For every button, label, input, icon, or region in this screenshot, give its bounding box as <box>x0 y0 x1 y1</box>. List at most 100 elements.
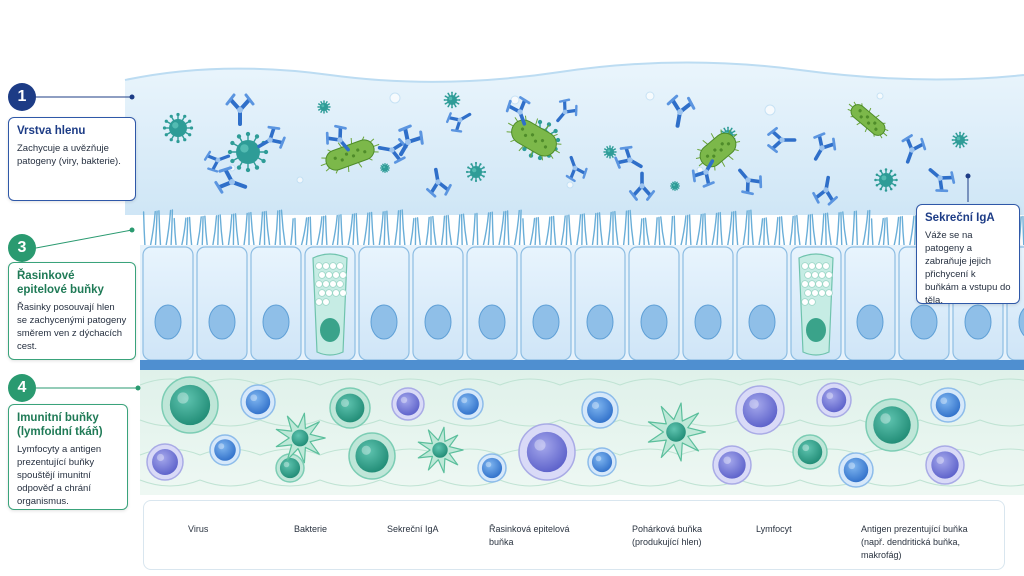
lymphocyte-icon <box>146 443 184 481</box>
lymphocyte-icon <box>925 445 965 485</box>
legend-goblet-title: Pohárková buňka <box>632 524 703 534</box>
bacteria-icon <box>320 136 380 174</box>
iga-icon <box>666 94 696 128</box>
basement-membrane <box>140 360 1024 370</box>
iga-icon <box>614 145 643 169</box>
mucus-layer <box>125 62 1024 216</box>
virus-icon <box>379 162 391 174</box>
ciliated-cell <box>466 246 518 361</box>
iga-icon <box>691 159 715 188</box>
lymphocyte-icon <box>391 387 425 421</box>
ciliated-cell <box>250 246 302 361</box>
apc-icon <box>417 426 464 474</box>
iga-icon <box>426 167 452 198</box>
ciliated-cell <box>574 246 626 361</box>
cilia-row <box>142 209 1024 248</box>
iga-icon <box>628 171 656 201</box>
legend-label-virus: Virus <box>188 524 209 534</box>
lymphocyte-icon <box>518 423 576 481</box>
lymphocyte-icon <box>275 453 305 483</box>
lymphocyte-icon <box>587 447 617 477</box>
bacteria-icon <box>695 129 741 171</box>
ciliated-cell <box>358 246 410 361</box>
iga-icon <box>928 168 956 193</box>
lymphocyte-icon <box>838 452 874 488</box>
bacteria-icon <box>847 101 889 139</box>
legend-label-lymphocyte: Lymfocyt <box>756 524 792 534</box>
legend-apc-title: Antigen prezentující buňka <box>861 524 968 534</box>
iga-icon <box>812 175 838 206</box>
virus-icon <box>603 145 617 159</box>
iga-callout-title: Sekreční IgA <box>925 212 995 224</box>
virus-icon <box>317 100 331 114</box>
lymphocyte-icon <box>712 445 752 485</box>
iga-icon <box>225 93 255 126</box>
ciliated-cell <box>844 246 896 361</box>
iga-callout: Sekreční IgA Váže se na patogeny a zabra… <box>916 204 1020 306</box>
legend-goblet-sub: (produkující hlen) <box>632 537 702 547</box>
callout-number-4: 4 <box>8 374 36 402</box>
virus-icon <box>874 168 898 192</box>
iga-icon <box>813 132 837 161</box>
virus-icon <box>465 161 487 183</box>
legend-label-apc: Antigen prezentující buňka (např. dendri… <box>861 523 1003 562</box>
iga-icon <box>398 124 424 157</box>
ciliated-cell <box>412 246 464 361</box>
legend-label-ciliated-cell: Řasinková epitelová buňka <box>489 524 570 547</box>
iga-icon <box>738 168 763 196</box>
ciliated-cell <box>142 246 194 361</box>
lymphocyte-icon <box>477 453 507 483</box>
virus-icon <box>227 131 269 173</box>
epithelial-cells <box>142 246 1024 361</box>
iga-callout-text: Váže se na patogeny a zabraňuje jejich p… <box>925 230 1011 306</box>
mucus-callout-text: Zachycuje a uvězňuje patogeny (viry, bak… <box>17 143 121 167</box>
legend-label-goblet-cell: Pohárková buňka (produkující hlen) <box>632 523 732 549</box>
epithelium-callout-text: Řasinky posouvají hlen se zachycenými pa… <box>17 302 127 352</box>
lymphocyte-icon <box>348 432 396 480</box>
callout-number-3: 3 <box>8 234 36 262</box>
immune-callout: Imunitní buňky (lymfoidní tkáň) Lymfocyt… <box>8 404 128 510</box>
lymphocyte-icon <box>865 398 919 452</box>
epithelium-callout-title: Řasinkové epitelové buňky <box>17 270 104 296</box>
legend-label-iga: Sekreční IgA <box>387 524 439 534</box>
apc-icon <box>275 412 326 464</box>
iga-icon <box>203 150 231 173</box>
virus-icon <box>443 91 461 109</box>
lymphocyte-icon <box>816 382 852 418</box>
epithelium-callout: Řasinkové epitelové buňky Řasinky posouv… <box>8 262 136 360</box>
immune-cells <box>146 376 966 488</box>
mucus-callout-title: Vrstva hlenu <box>17 125 86 137</box>
lymphocyte-icon <box>735 385 785 435</box>
iga-icon <box>767 126 797 154</box>
legend-label-bacteria: Bakterie <box>294 524 328 534</box>
lymphocyte-icon <box>209 434 241 466</box>
ciliated-cell <box>628 246 680 361</box>
ciliated-cell <box>682 246 734 361</box>
ciliated-cell <box>196 246 248 361</box>
lymphocyte-icon <box>240 384 276 420</box>
lymphocyte-icon <box>581 391 619 429</box>
iga-icon <box>325 124 350 152</box>
iga-icon <box>505 96 531 126</box>
iga-icon <box>214 166 248 194</box>
iga-antibodies <box>203 93 956 206</box>
virus-icon <box>669 180 681 192</box>
iga-icon <box>565 155 588 183</box>
lymphocyte-icon <box>161 376 219 434</box>
immune-callout-title: Imunitní buňky (lymfoidní tkáň) <box>17 412 103 438</box>
legend: Virus Bakterie Sekreční IgA Řasinková ep… <box>143 500 1005 570</box>
mucus-callout: Vrstva hlenu Zachycuje a uvězňuje patoge… <box>8 117 136 201</box>
apc-icon <box>647 402 706 462</box>
lymphocyte-icon <box>329 387 371 429</box>
iga-icon <box>257 125 286 149</box>
callout-number-1: 1 <box>8 83 36 111</box>
bacteria-icon <box>506 115 562 161</box>
immune-callout-text: Lymfocyty a antigen prezentující buňky s… <box>17 444 102 507</box>
pathogens <box>162 91 969 192</box>
iga-icon <box>377 138 408 164</box>
legend-apc-sub: (např. dendritická buňka, makrofág) <box>861 537 961 560</box>
virus-icon <box>162 112 194 144</box>
virus-icon <box>951 131 969 149</box>
ciliated-cell <box>736 246 788 361</box>
